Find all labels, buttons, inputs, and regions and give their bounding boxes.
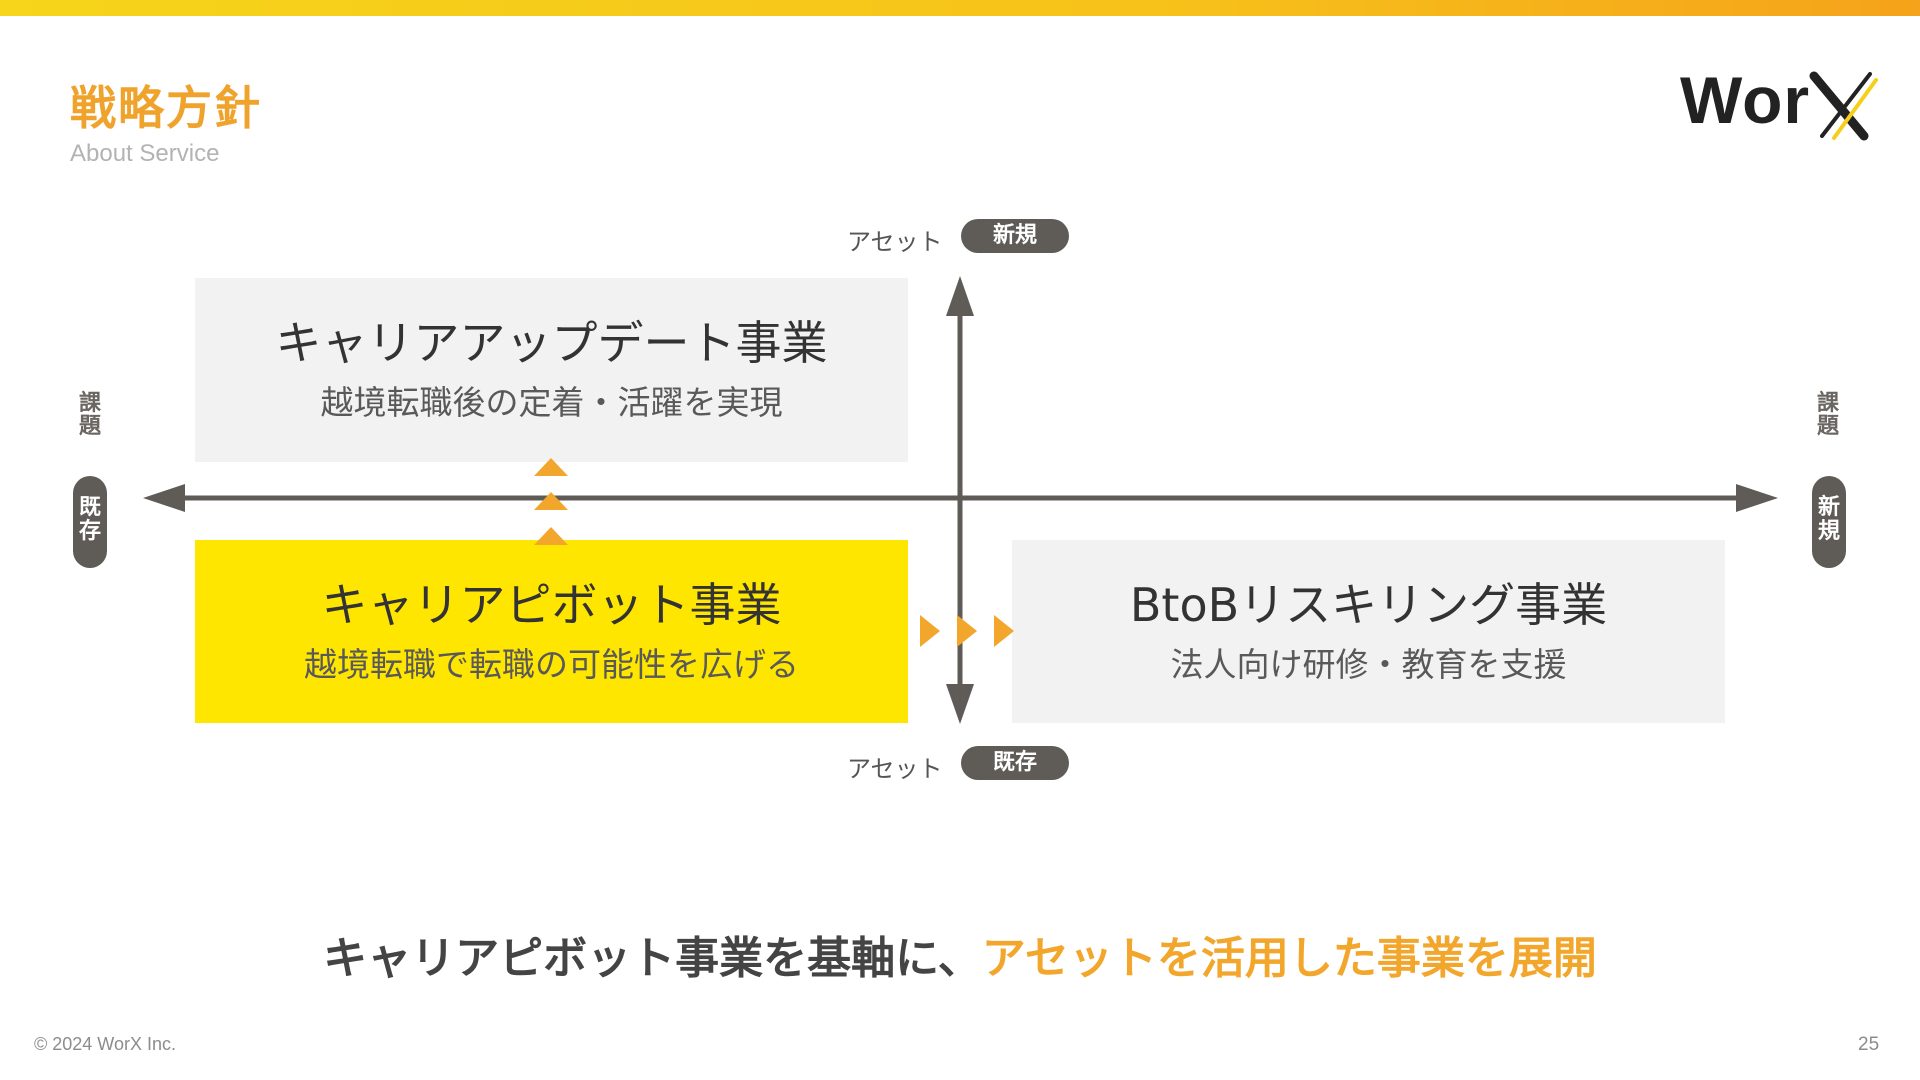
up-triangle-icon xyxy=(534,492,568,510)
quadrant-title: BtoBリスキリング事業 xyxy=(1129,578,1608,632)
top-accent-bar xyxy=(0,0,1920,16)
page-subtitle: About Service xyxy=(70,140,220,167)
left-arrowhead-icon xyxy=(143,484,185,512)
copyright-text: © 2024 WorX Inc. xyxy=(34,1034,176,1054)
bottom-asset-label: アセット xyxy=(847,755,943,783)
top-new-badge: 新規 xyxy=(961,219,1069,253)
right-new-badge: 新規 xyxy=(1812,476,1846,568)
quadrant-subtitle: 法人向け研修・教育を支援 xyxy=(1170,645,1567,684)
right-issue-label: 課題 xyxy=(1816,391,1839,440)
logo-x-mark xyxy=(1809,71,1878,141)
quadrant-career-update: キャリアアップデート事業 越境転職後の定着・活躍を実現 xyxy=(195,278,908,462)
quadrant-title: キャリアピボット事業 xyxy=(321,578,782,632)
quadrant-title: キャリアアップデート事業 xyxy=(275,316,828,370)
page-number: 25 xyxy=(1858,1034,1880,1055)
up-arrowhead-icon xyxy=(946,276,974,316)
left-issue-label: 課題 xyxy=(78,391,101,440)
left-existing-badge: 既存 xyxy=(73,476,107,568)
up-triangle-icon xyxy=(534,527,568,545)
top-asset-label: アセット xyxy=(847,228,943,256)
right-arrowhead-icon xyxy=(1736,484,1778,512)
page-title: 戦略方針 xyxy=(70,81,262,135)
up-triangle-icon xyxy=(534,458,568,476)
logo-wordmark: Wor xyxy=(1680,63,1811,137)
tagline-part-2: アセットを活用した事業を展開 xyxy=(981,933,1597,984)
down-arrowhead-icon xyxy=(946,684,974,724)
worx-logo: Wor xyxy=(1680,56,1880,146)
quadrant-career-pivot: キャリアピボット事業 越境転職で転職の可能性を広げる xyxy=(195,540,908,723)
quadrant-btob-reskilling: BtoBリスキリング事業 法人向け研修・教育を支援 xyxy=(1012,540,1725,723)
bottom-existing-badge: 既存 xyxy=(961,746,1069,780)
strategy-tagline: キャリアピボット事業を基軸に、アセットを活用した事業を展開 xyxy=(0,922,1920,986)
quadrant-subtitle: 越境転職で転職の可能性を広げる xyxy=(304,645,799,684)
tagline-part-1: キャリアピボット事業を基軸に、 xyxy=(323,933,982,984)
right-triangle-icon xyxy=(957,615,977,647)
right-triangle-icon xyxy=(994,615,1014,647)
right-triangle-icon xyxy=(920,615,940,647)
quadrant-subtitle: 越境転職後の定着・活躍を実現 xyxy=(320,383,783,422)
